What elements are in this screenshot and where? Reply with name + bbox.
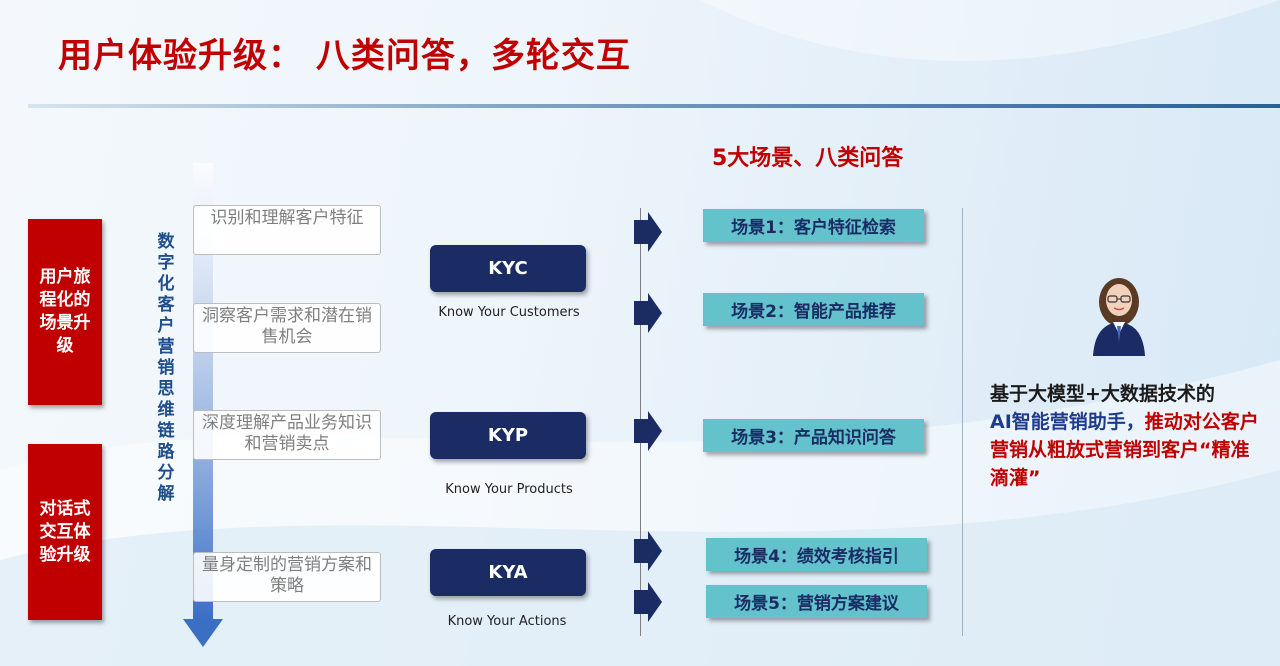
- step-identify-customer: 识别和理解客户特征: [193, 205, 381, 255]
- summary-part-3: 推动对公客户营销从粗放式营销到客户“精准滴灌”: [990, 411, 1259, 489]
- kyp-subtitle: Know Your Products: [445, 482, 573, 497]
- assistant-avatar-icon: [1093, 278, 1145, 356]
- kyc-box: KYC: [430, 245, 586, 292]
- right-divider: [962, 208, 963, 636]
- scene-4: 场景4：绩效考核指引: [706, 538, 927, 571]
- kyc-subtitle: Know Your Customers: [438, 305, 580, 320]
- kya-box: KYA: [430, 549, 586, 596]
- section-subtitle: 5大场景、八类问答: [712, 146, 904, 171]
- label-dialog-upgrade: 对话式交互体验升级: [28, 444, 102, 620]
- scene-3: 场景3：产品知识问答: [703, 419, 924, 452]
- right-arrow-icon: [634, 582, 662, 622]
- right-arrow-icon: [634, 411, 662, 451]
- kya-subtitle: Know Your Actions: [447, 614, 567, 629]
- step-understand-products: 深度理解产品业务知识和营销卖点: [193, 410, 381, 460]
- right-arrow-icon: [634, 531, 662, 571]
- kyp-box: KYP: [430, 412, 586, 459]
- summary-part-1: 基于大模型+大数据技术的: [990, 383, 1215, 405]
- title-divider: [28, 104, 1280, 108]
- chain-vertical-label: 数字化客户营销思维链路分解: [157, 232, 175, 504]
- right-arrow-icon: [634, 212, 662, 252]
- summary-text: 基于大模型+大数据技术的 AI智能营销助手，推动对公客户营销从粗放式营销到客户“…: [990, 380, 1265, 492]
- scene-1: 场景1：客户特征检索: [703, 209, 924, 242]
- step-insight-needs: 洞察客户需求和潜在销售机会: [193, 303, 381, 353]
- down-arrow-icon: [183, 163, 223, 647]
- right-arrow-icon: [634, 293, 662, 333]
- scene-2: 场景2：智能产品推荐: [703, 293, 924, 326]
- label-journey-upgrade: 用户旅程化的场景升级: [28, 219, 102, 405]
- scene-5: 场景5：营销方案建议: [706, 585, 927, 618]
- summary-part-2: AI智能营销助手，: [990, 411, 1145, 433]
- page-title: 用户体验升级： 八类问答，多轮交互: [58, 36, 631, 76]
- step-tailored-plan: 量身定制的营销方案和策略: [193, 552, 381, 602]
